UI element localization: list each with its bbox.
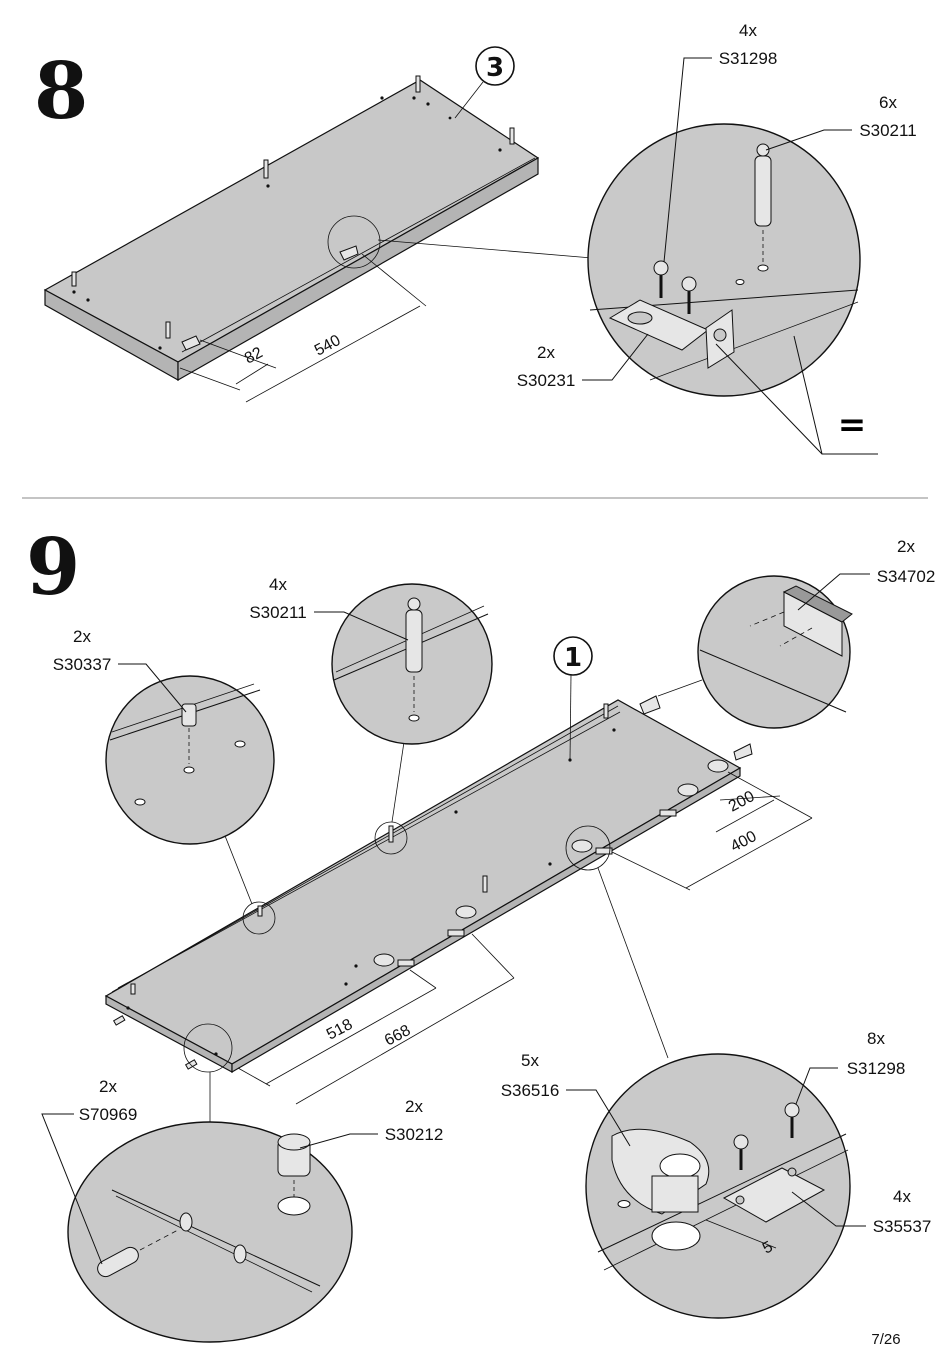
dim-400: 400 bbox=[728, 828, 760, 856]
step9-part-S35537-label: 4x S35537 bbox=[791, 1187, 932, 1236]
svg-text:S70969: S70969 bbox=[79, 1105, 138, 1124]
step9-panel bbox=[104, 695, 753, 1074]
svg-text:4x: 4x bbox=[269, 575, 287, 594]
dim-540: 540 bbox=[312, 332, 344, 360]
svg-text:5x: 5x bbox=[521, 1051, 539, 1070]
step8-part-S31298-label: 4x S31298 bbox=[663, 21, 778, 263]
step9-zoom-S30337 bbox=[105, 675, 275, 845]
svg-text:1: 1 bbox=[564, 643, 582, 673]
svg-text:2x: 2x bbox=[897, 537, 915, 556]
svg-text:4x: 4x bbox=[739, 21, 757, 40]
svg-text:S30231: S30231 bbox=[517, 371, 576, 390]
step9-part-S30337-label: 2x S30337 bbox=[53, 627, 187, 713]
svg-text:8x: 8x bbox=[867, 1029, 885, 1048]
svg-text:2x: 2x bbox=[99, 1077, 117, 1096]
step9-zoom-camlock: 5 bbox=[585, 1053, 851, 1319]
step-8-number: 8 bbox=[34, 46, 88, 137]
svg-text:S30212: S30212 bbox=[385, 1125, 444, 1144]
step8-detail-marker bbox=[327, 215, 381, 269]
svg-text:S30211: S30211 bbox=[249, 603, 306, 622]
step-9-number: 9 bbox=[26, 522, 80, 613]
step9-zoom-S70969-S30212 bbox=[67, 1121, 353, 1343]
svg-text:S36516: S36516 bbox=[501, 1081, 560, 1100]
step9-part-S30211-label: 4x S30211 bbox=[249, 575, 409, 641]
step9-part-bubble: 1 bbox=[553, 636, 593, 761]
step8-panel bbox=[43, 75, 540, 382]
step9-zoom-S30211 bbox=[331, 583, 493, 745]
dim-82: 82 bbox=[242, 344, 266, 367]
step9-part-S70969-label: 2x S70969 bbox=[41, 1077, 138, 1265]
step8-equal-mark: = bbox=[715, 335, 878, 455]
step8-part-S30211-label: 6x S30211 bbox=[765, 93, 917, 151]
step8-part-bubble: 3 bbox=[454, 46, 515, 119]
step9-part-S34702-label: 2x S34702 bbox=[797, 537, 936, 611]
svg-text:S30211: S30211 bbox=[859, 121, 916, 140]
step8-part-S30231-label: 2x S30231 bbox=[517, 333, 649, 390]
svg-text:S35537: S35537 bbox=[873, 1217, 932, 1236]
svg-text:S34702: S34702 bbox=[877, 567, 936, 586]
svg-text:3: 3 bbox=[486, 53, 504, 83]
svg-text:S31298: S31298 bbox=[847, 1059, 906, 1078]
svg-text:6x: 6x bbox=[879, 93, 897, 112]
step9-part-S30212-label: 2x S30212 bbox=[299, 1097, 444, 1149]
dim-518: 518 bbox=[324, 1016, 356, 1044]
step9-zoom-S34702 bbox=[697, 575, 853, 729]
step8-zoom-detail bbox=[587, 123, 861, 397]
svg-text:2x: 2x bbox=[405, 1097, 423, 1116]
page-number: 7/26 bbox=[871, 1331, 900, 1348]
svg-text:4x: 4x bbox=[893, 1187, 911, 1206]
svg-text:S31298: S31298 bbox=[719, 49, 778, 68]
svg-text:=: = bbox=[838, 405, 867, 445]
svg-text:S30337: S30337 bbox=[53, 655, 112, 674]
step9-part-S36516-label: 5x S36516 bbox=[501, 1051, 631, 1147]
svg-text:2x: 2x bbox=[537, 343, 555, 362]
svg-text:2x: 2x bbox=[73, 627, 91, 646]
step9-part-S31298-label: 8x S31298 bbox=[795, 1029, 906, 1105]
